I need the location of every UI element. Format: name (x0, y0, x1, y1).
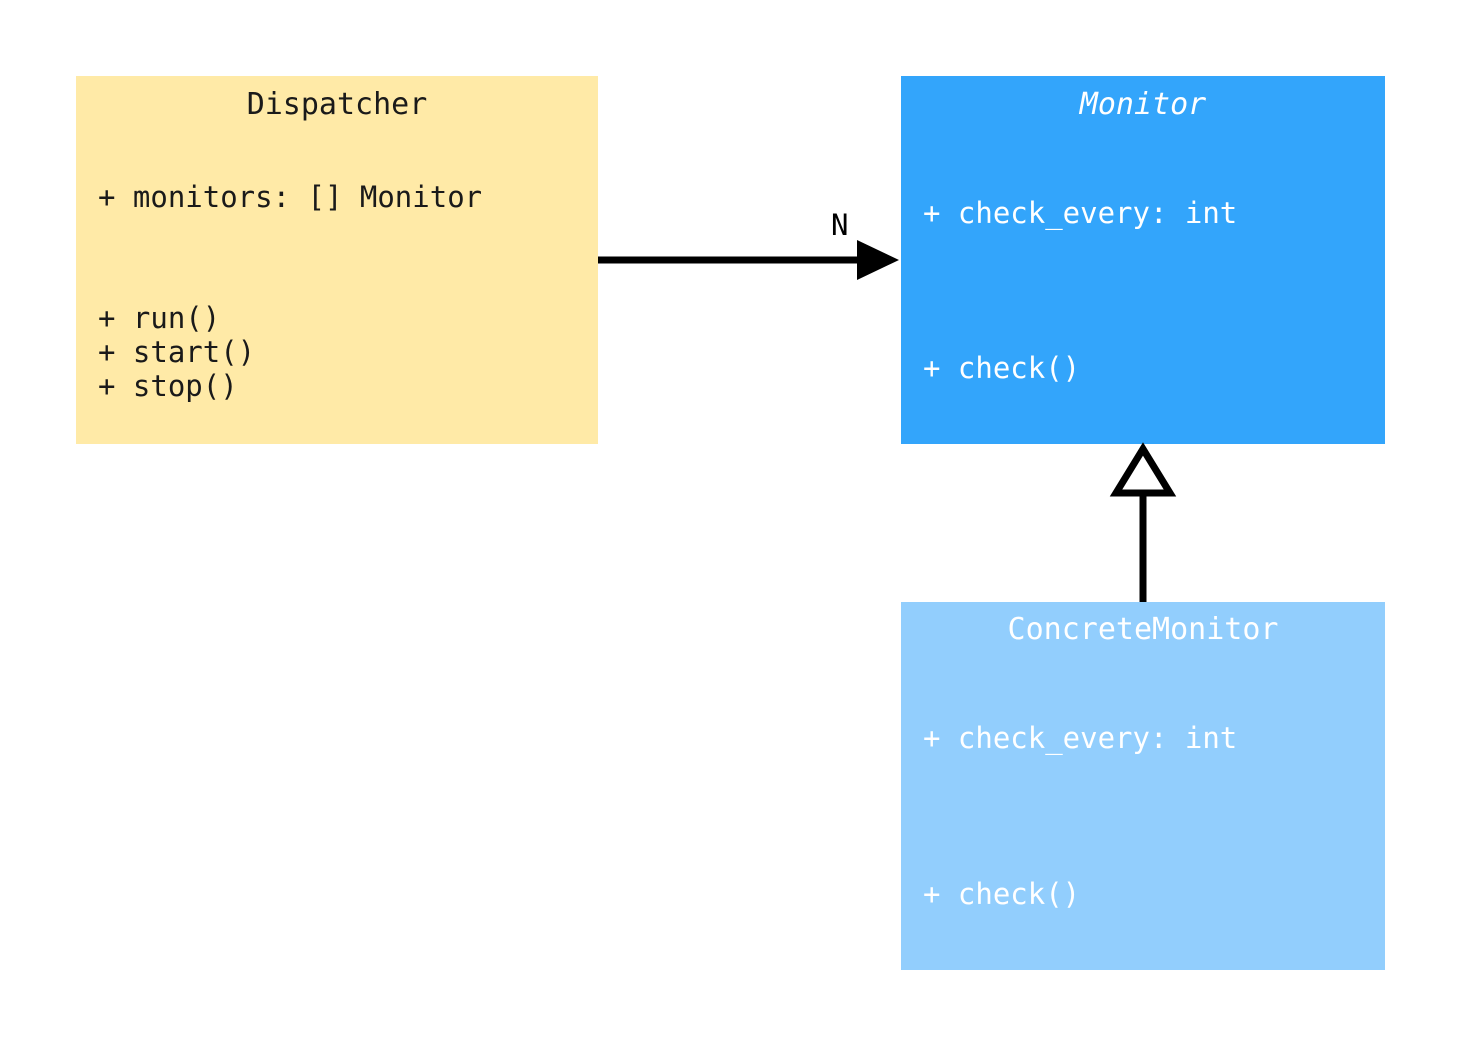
method-list-concrete-monitor: + check() (923, 876, 1081, 911)
compartment-divider (901, 812, 1385, 818)
class-attributes-dispatcher: + monitors: [] Monitor (76, 139, 598, 255)
class-name-dispatcher: Dispatcher (246, 87, 428, 122)
compartment-divider (901, 286, 1385, 292)
uml-class-monitor[interactable]: Monitor + check_every: int + check() (901, 76, 1385, 444)
class-methods-monitor: + check() (901, 292, 1385, 444)
attribute-list-concrete-monitor: + check_every: int (923, 720, 1238, 755)
class-methods-dispatcher: + run() + start() + stop() (76, 260, 598, 444)
method-list-monitor: + check() (923, 350, 1081, 385)
class-attributes-monitor: + check_every: int (901, 140, 1385, 286)
class-methods-concrete-monitor: + check() (901, 818, 1385, 970)
association-arrowhead-icon (857, 240, 899, 280)
class-header-monitor: Monitor (901, 76, 1385, 134)
class-header-concrete-monitor: ConcreteMonitor (901, 602, 1385, 658)
generalization-hollow-triangle-icon (1109, 442, 1177, 497)
uml-class-concrete-monitor[interactable]: ConcreteMonitor + check_every: int + che… (901, 602, 1385, 970)
generalization-concrete-monitor-to-monitor (1109, 442, 1177, 602)
attribute-list-dispatcher: + monitors: [] Monitor (98, 179, 483, 214)
association-dispatcher-to-monitor (598, 240, 899, 280)
association-multiplicity-label: N (831, 208, 849, 242)
compartment-divider (76, 255, 598, 260)
compartment-divider (901, 134, 1385, 140)
attribute-list-monitor: + check_every: int (923, 195, 1238, 230)
uml-class-dispatcher[interactable]: Dispatcher + monitors: [] Monitor + run(… (76, 76, 598, 444)
class-header-dispatcher: Dispatcher (76, 76, 598, 134)
class-name-concrete-monitor: ConcreteMonitor (1007, 612, 1279, 647)
compartment-divider (76, 134, 598, 139)
compartment-divider (901, 658, 1385, 664)
method-list-dispatcher: + run() + start() + stop() (98, 300, 256, 404)
class-attributes-concrete-monitor: + check_every: int (901, 664, 1385, 812)
class-name-monitor: Monitor (1079, 87, 1207, 122)
